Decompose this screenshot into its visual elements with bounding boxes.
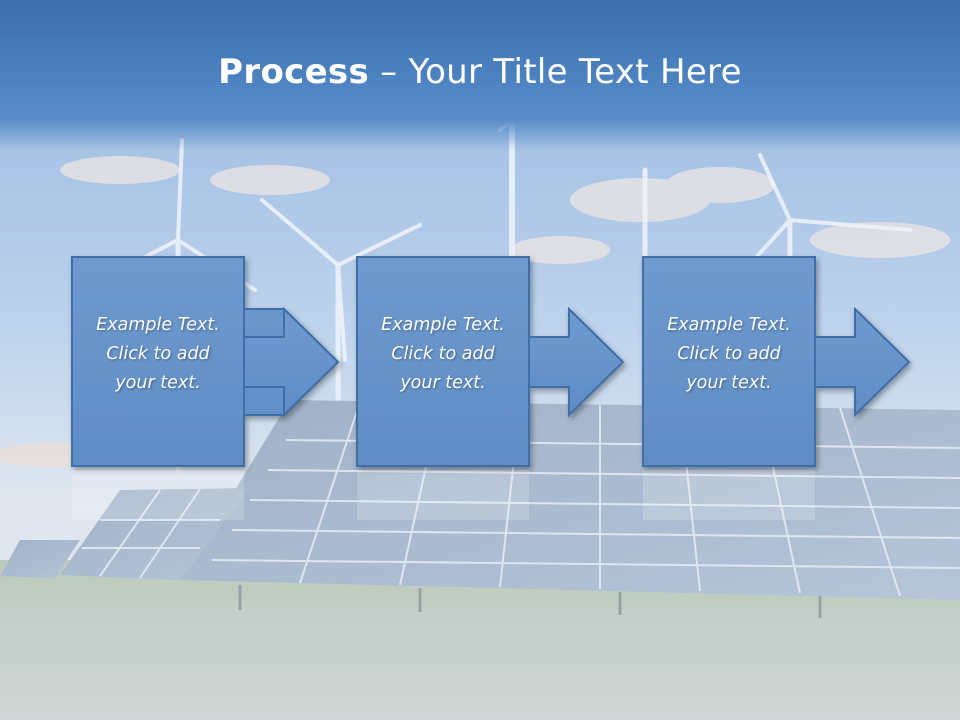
title-bar (0, 0, 960, 150)
process-step-1[interactable] (71, 256, 340, 467)
step-2-line-1: Example Text. (381, 315, 505, 335)
slide-title[interactable]: Process – Your Title Text Here (0, 52, 960, 92)
step-3-line-1: Example Text. (667, 315, 791, 335)
title-strong: Process (218, 52, 370, 92)
step-1-box (71, 256, 245, 467)
step-3-text[interactable]: Example Text. Click to add your text. (643, 311, 815, 398)
step-3-arrow-head (814, 306, 911, 418)
step-1-arrow-head (243, 306, 340, 418)
step-3-line-2: Click to add (677, 344, 781, 364)
step-1-line-3: your text. (115, 373, 201, 393)
process-step-2[interactable] (356, 256, 625, 467)
step-2-box (356, 256, 530, 467)
title-rest: – Your Title Text Here (369, 52, 742, 92)
step-3-line-3: your text. (686, 373, 772, 393)
step-1-text[interactable]: Example Text. Click to add your text. (72, 311, 244, 398)
step-1-line-2: Click to add (106, 344, 210, 364)
step-1-line-1: Example Text. (96, 315, 220, 335)
step-2-text[interactable]: Example Text. Click to add your text. (357, 311, 529, 398)
step-2-line-3: your text. (400, 373, 486, 393)
step-2-arrow-head (528, 306, 625, 418)
step-3-box (642, 256, 816, 467)
step-2-line-2: Click to add (391, 344, 495, 364)
process-step-3[interactable] (642, 256, 911, 467)
